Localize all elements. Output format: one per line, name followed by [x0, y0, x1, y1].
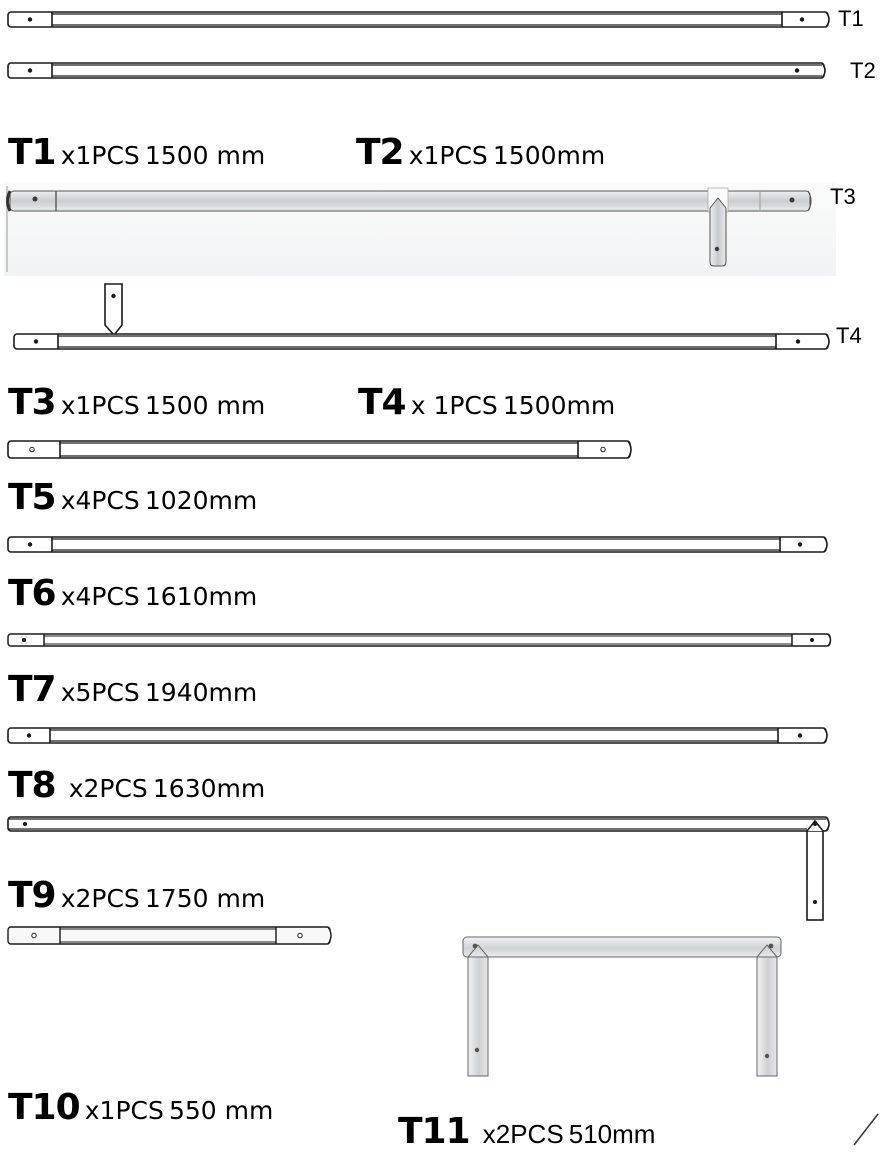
caption-t7-id: T7: [8, 669, 57, 710]
tag-t2: T2: [850, 58, 876, 83]
tube-t10-drawing: [7, 926, 332, 945]
corner-mark: [853, 1113, 879, 1146]
caption-t4-id: T4: [358, 382, 407, 423]
caption-t10: T10 x1PCS 550 mm: [8, 1090, 273, 1126]
caption-t9: T9 x2PCS 1750 mm: [8, 878, 265, 914]
caption-t7-length: 1940mm: [144, 678, 258, 707]
caption-t1-id: T1: [8, 132, 57, 173]
caption-t9-length: 1750 mm: [144, 884, 266, 913]
caption-t2-length: 1500mm: [492, 141, 606, 170]
caption-t8-qty: x2PCS: [68, 774, 148, 803]
caption-t7-qty: x5PCS: [60, 678, 140, 707]
tube-t6-drawing: [7, 536, 828, 553]
tube-t11-drawing: [462, 936, 782, 1077]
caption-t11-length: 510mm: [568, 1119, 656, 1149]
caption-t4-length: 1500mm: [502, 391, 616, 420]
tag-t3: T3: [830, 184, 856, 209]
caption-t5-length: 1020mm: [144, 486, 258, 515]
caption-t10-length: 550 mm: [168, 1096, 274, 1125]
caption-t2: T2 x1PCS 1500mm: [356, 135, 605, 171]
caption-t11-id: T11: [398, 1111, 471, 1152]
caption-t9-id: T9: [8, 875, 57, 916]
caption-t5-id: T5: [8, 477, 57, 518]
caption-t6: T6 x4PCS 1610mm: [8, 576, 257, 612]
tube-t7-drawing: [7, 633, 832, 647]
caption-t3-length: 1500 mm: [144, 391, 266, 420]
tag-t1: T1: [838, 6, 864, 31]
tube-t1-drawing: [7, 11, 830, 28]
caption-t5-qty: x4PCS: [60, 486, 140, 515]
caption-t8-length: 1630mm: [152, 774, 266, 803]
caption-t6-id: T6: [8, 573, 57, 614]
caption-t5: T5 x4PCS 1020mm: [8, 480, 257, 516]
tag-t4: T4: [836, 323, 862, 348]
caption-t6-length: 1610mm: [144, 582, 258, 611]
caption-t3-qty: x1PCS: [60, 391, 140, 420]
caption-t1-length: 1500 mm: [144, 141, 266, 170]
caption-t3-id: T3: [8, 382, 57, 423]
caption-t1-qty: x1PCS: [60, 141, 140, 170]
caption-t11-qty: x2PCS: [482, 1119, 564, 1149]
photo-edge: [6, 186, 8, 272]
caption-t11: T11 x2PCS 510mm: [398, 1114, 655, 1150]
caption-t8: T8 x2PCS 1630mm: [8, 768, 265, 804]
caption-t10-qty: x1PCS: [84, 1096, 164, 1125]
tube-t5-drawing: [7, 440, 632, 459]
caption-t7: T7 x5PCS 1940mm: [8, 672, 257, 708]
tube-t3-drawing: [6, 187, 812, 267]
caption-t6-qty: x4PCS: [60, 582, 140, 611]
caption-t8-id: T8: [8, 765, 57, 806]
caption-t4: T4 x 1PCS 1500mm: [358, 385, 615, 421]
tube-t2-drawing: [7, 62, 826, 79]
tube-t4-drawing: [13, 283, 830, 350]
tube-t8-drawing: [7, 727, 828, 744]
caption-t3: T3 x1PCS 1500 mm: [8, 385, 265, 421]
tube-t9-drawing: [7, 816, 830, 921]
caption-t9-qty: x2PCS: [60, 884, 140, 913]
caption-t10-id: T10: [8, 1087, 81, 1128]
caption-t2-qty: x1PCS: [408, 141, 488, 170]
caption-t4-qty: x 1PCS: [410, 391, 498, 420]
caption-t1: T1 x1PCS 1500 mm: [8, 135, 265, 171]
caption-t2-id: T2: [356, 132, 405, 173]
